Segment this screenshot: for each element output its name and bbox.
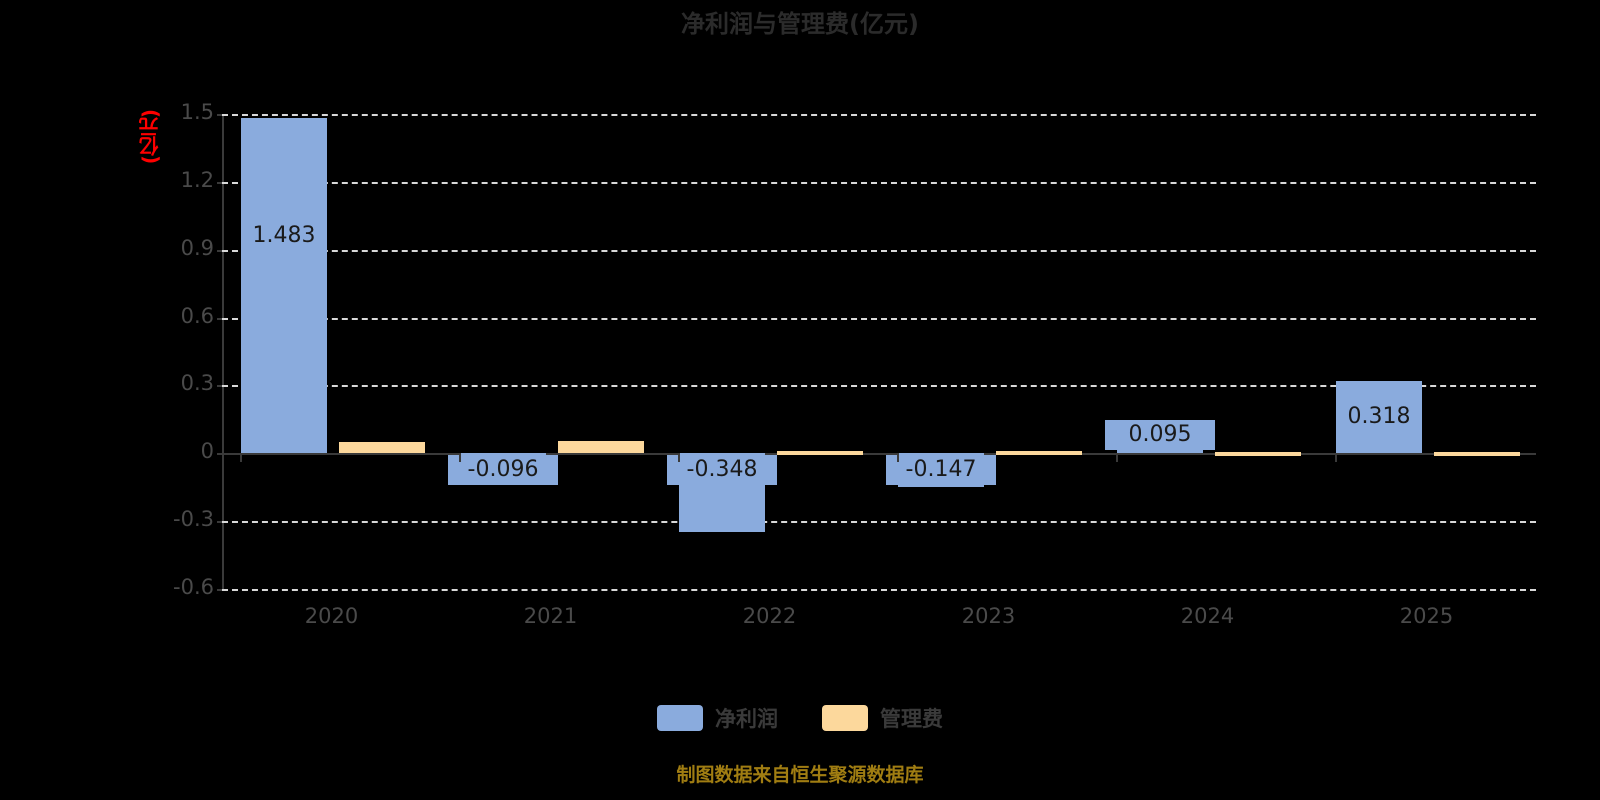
legend-item-net-profit[interactable]: 净利润 [657, 703, 778, 733]
gridline [222, 181, 1536, 184]
y-axis-tick [217, 521, 224, 524]
legend-label: 管理费 [880, 707, 943, 731]
x-axis-tick-label: 2024 [1180, 604, 1235, 628]
x-axis-tick [240, 453, 242, 463]
bar-value-label: -0.348 [667, 455, 777, 486]
x-axis-tick [1116, 453, 1118, 463]
x-axis-tick-label: 2020 [304, 604, 359, 628]
legend-label: 净利润 [715, 707, 778, 731]
x-axis-tick-label: 2023 [961, 604, 1016, 628]
x-axis-tick-label: 2022 [742, 604, 797, 628]
gridline [222, 114, 1536, 116]
bar-value-label: 0.318 [1347, 404, 1411, 430]
y-axis-tick [217, 249, 224, 252]
zero-axis-line [222, 453, 1536, 456]
y-axis-tick-label: -0.6 [173, 575, 214, 599]
bar-net-profit[interactable] [241, 117, 327, 454]
y-axis-tick [217, 114, 224, 116]
y-axis-tick-label: 0.6 [180, 303, 214, 328]
gridline [222, 317, 1536, 320]
legend-swatch [822, 705, 868, 731]
bar-value-label: -0.147 [886, 455, 996, 486]
chart-legend: 净利润 管理费 [0, 703, 1600, 733]
x-axis-tick [678, 453, 680, 463]
y-axis-tick [217, 385, 224, 388]
plot-area: 1.483 -0.096 -0.348 -0.147 0.095 0.318 [222, 114, 1536, 591]
gridline [222, 589, 1536, 591]
y-axis-tick [217, 589, 224, 591]
gridline [222, 249, 1536, 252]
footer-credit: 制图数据来自恒生聚源数据库 [676, 764, 924, 786]
y-axis-spine [217, 114, 224, 591]
y-axis-tick-label: 1.2 [180, 167, 214, 192]
x-axis-tick [1335, 453, 1337, 463]
legend-item-management-fee[interactable]: 管理费 [822, 703, 943, 733]
bar-value-label: 1.483 [252, 222, 316, 248]
bar-management-fee[interactable] [996, 451, 1082, 456]
y-axis-tick-label: 1.5 [180, 100, 214, 124]
x-axis-tick [897, 453, 899, 463]
x-axis-tick-label: 2021 [523, 604, 578, 628]
y-axis-tick-label: 0.9 [180, 235, 214, 260]
bar-value-label: 0.095 [1105, 419, 1215, 450]
y-axis-tick-label: 0.3 [180, 371, 214, 396]
bar-management-fee[interactable] [1215, 451, 1301, 456]
bar-management-fee[interactable] [777, 450, 863, 455]
bar-net-profit[interactable] [1336, 381, 1422, 454]
x-axis-tick-label: 2025 [1399, 604, 1454, 628]
bar-management-fee[interactable] [339, 441, 425, 454]
y-axis-tick [217, 181, 224, 184]
chart-title: 净利润与管理费(亿元) [681, 10, 919, 38]
y-axis-tick-label: 0 [200, 439, 214, 464]
y-axis-tick [217, 453, 224, 456]
bar-management-fee[interactable] [558, 440, 644, 454]
y-axis-tick-label: -0.3 [173, 507, 214, 532]
x-axis-tick [459, 453, 461, 463]
gridline [222, 385, 1536, 388]
bar-value-label: -0.096 [448, 455, 558, 486]
y-axis-tick [217, 317, 224, 320]
bar-management-fee[interactable] [1434, 452, 1520, 457]
gridline [222, 521, 1536, 524]
legend-swatch [657, 705, 703, 731]
